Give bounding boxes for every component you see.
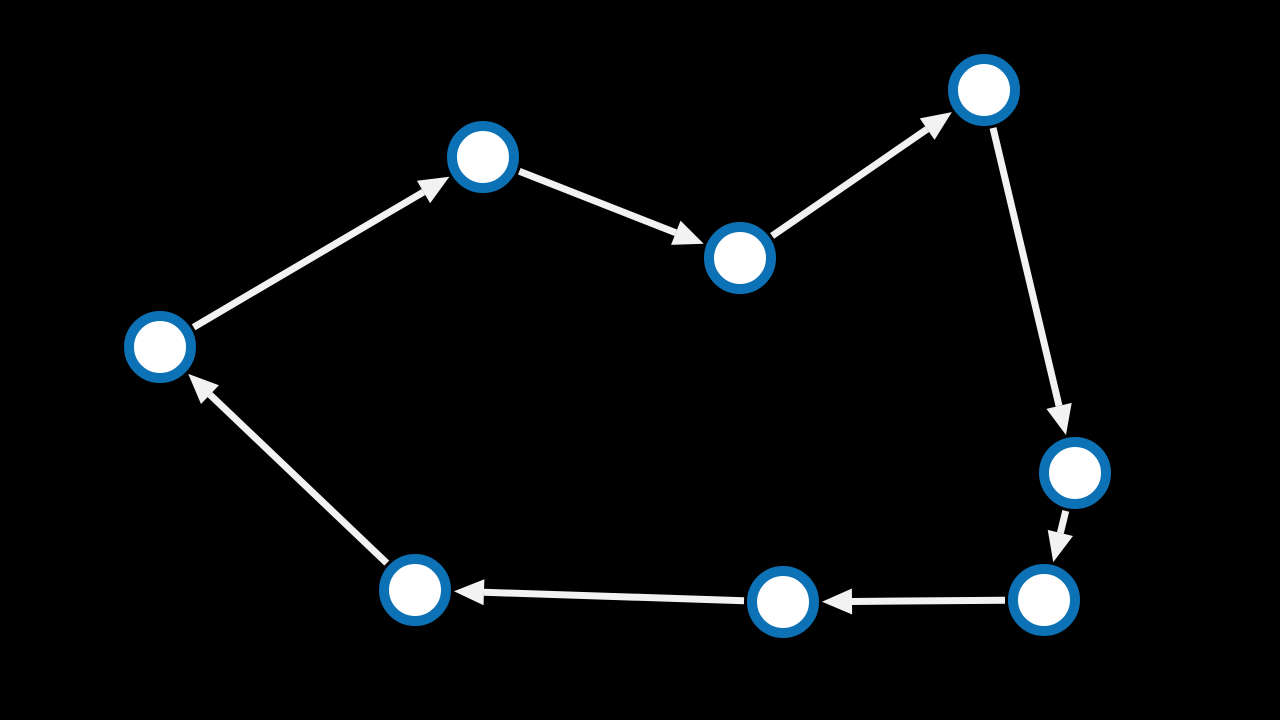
graph-edge [1047, 510, 1073, 563]
arrowhead-icon [671, 220, 704, 245]
node-layer [124, 54, 1111, 638]
arrowhead-icon [822, 588, 853, 615]
graph-edge [191, 176, 450, 331]
node-circle[interactable] [447, 121, 519, 193]
node-circle[interactable] [379, 554, 451, 626]
edge-shaft [851, 596, 1006, 605]
graph-edge [989, 127, 1072, 436]
graph-node[interactable] [1039, 437, 1111, 509]
node-circle[interactable] [948, 54, 1020, 126]
graph-edge [188, 373, 390, 566]
node-circle[interactable] [1008, 564, 1080, 636]
graph-edge [822, 588, 1006, 615]
arrowhead-icon [188, 373, 219, 405]
node-circle[interactable] [1039, 437, 1111, 509]
edge-layer [188, 112, 1073, 615]
arrowhead-icon [1047, 529, 1073, 563]
edge-shaft [518, 168, 678, 237]
graph-node[interactable] [948, 54, 1020, 126]
graph-node[interactable] [447, 121, 519, 193]
edge-shaft [989, 127, 1063, 407]
edge-shaft [191, 188, 426, 331]
edge-shaft [207, 392, 390, 566]
arrowhead-icon [919, 112, 952, 140]
edge-shaft [1056, 510, 1070, 534]
edge-shaft [770, 126, 930, 239]
graph-node[interactable] [124, 311, 196, 383]
graph-node[interactable] [704, 222, 776, 294]
edge-shaft [483, 588, 745, 605]
graph-edge [770, 112, 952, 239]
arrowhead-icon [416, 176, 450, 204]
arrowhead-icon [453, 579, 485, 606]
node-circle[interactable] [124, 311, 196, 383]
graph-node[interactable] [747, 566, 819, 638]
graph-node[interactable] [379, 554, 451, 626]
graph-edge [518, 168, 704, 245]
graph-node[interactable] [1008, 564, 1080, 636]
graph-edge [453, 579, 745, 606]
arrowhead-icon [1046, 402, 1072, 436]
node-circle[interactable] [747, 566, 819, 638]
node-circle[interactable] [704, 222, 776, 294]
